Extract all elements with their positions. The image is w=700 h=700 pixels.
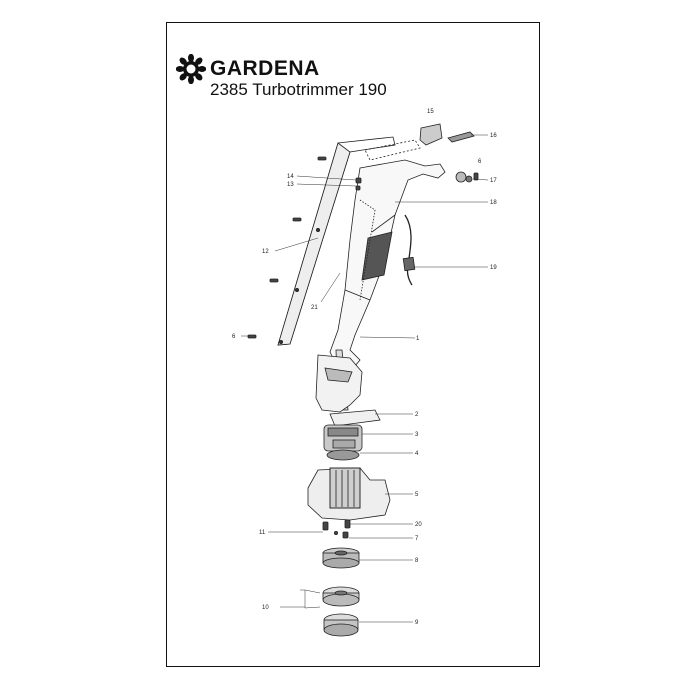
part-labels: 1 2 3 4 5 6 6 7 8 9 10 11 12 13 14 15 16… bbox=[232, 109, 497, 626]
part-label-18: 18 bbox=[490, 200, 497, 206]
brand-header: GARDENA bbox=[176, 54, 320, 84]
part-label-5: 5 bbox=[415, 492, 419, 498]
part-label-21: 21 bbox=[311, 305, 318, 311]
guard-housing-part bbox=[307, 467, 391, 521]
fan-part bbox=[326, 449, 360, 461]
part-label-4: 4 bbox=[415, 451, 419, 457]
part-label-2: 2 bbox=[415, 412, 419, 418]
clamp-part bbox=[455, 171, 473, 183]
brand-name: GARDENA bbox=[210, 57, 320, 80]
part-label-7: 7 bbox=[415, 536, 419, 542]
part-label-9: 9 bbox=[415, 620, 419, 626]
housing-handle-part bbox=[329, 159, 446, 373]
shaft-part bbox=[315, 349, 363, 413]
part-label-10: 10 bbox=[262, 605, 269, 611]
part-label-6b: 6 bbox=[478, 159, 482, 165]
part-label-19: 19 bbox=[490, 265, 497, 271]
wire-part bbox=[359, 199, 376, 301]
switch-part bbox=[364, 123, 475, 161]
part-label-11: 11 bbox=[259, 530, 266, 536]
part-label-1: 1 bbox=[416, 336, 420, 342]
part-label-6a: 6 bbox=[232, 334, 236, 340]
model-title: 2385 Turbotrimmer 190 bbox=[210, 80, 387, 99]
part-label-17: 17 bbox=[490, 178, 497, 184]
part-label-20: 20 bbox=[415, 522, 422, 528]
part-label-12: 12 bbox=[262, 249, 269, 255]
power-cable-part bbox=[402, 214, 416, 286]
part-label-16: 16 bbox=[490, 133, 497, 139]
part-label-8: 8 bbox=[415, 558, 419, 564]
leader-lines bbox=[241, 134, 489, 623]
part-label-14: 14 bbox=[287, 174, 294, 180]
gardena-logo-icon bbox=[176, 54, 206, 84]
part-label-13: 13 bbox=[287, 182, 294, 188]
part-label-3: 3 bbox=[415, 432, 419, 438]
spool-holder-part bbox=[322, 547, 360, 569]
plate-part bbox=[329, 409, 381, 427]
spool-cap-part bbox=[323, 613, 359, 637]
spool-part bbox=[322, 586, 360, 607]
motor-part bbox=[323, 424, 363, 452]
part-label-15: 15 bbox=[427, 109, 434, 115]
bottom-screws bbox=[322, 519, 351, 539]
